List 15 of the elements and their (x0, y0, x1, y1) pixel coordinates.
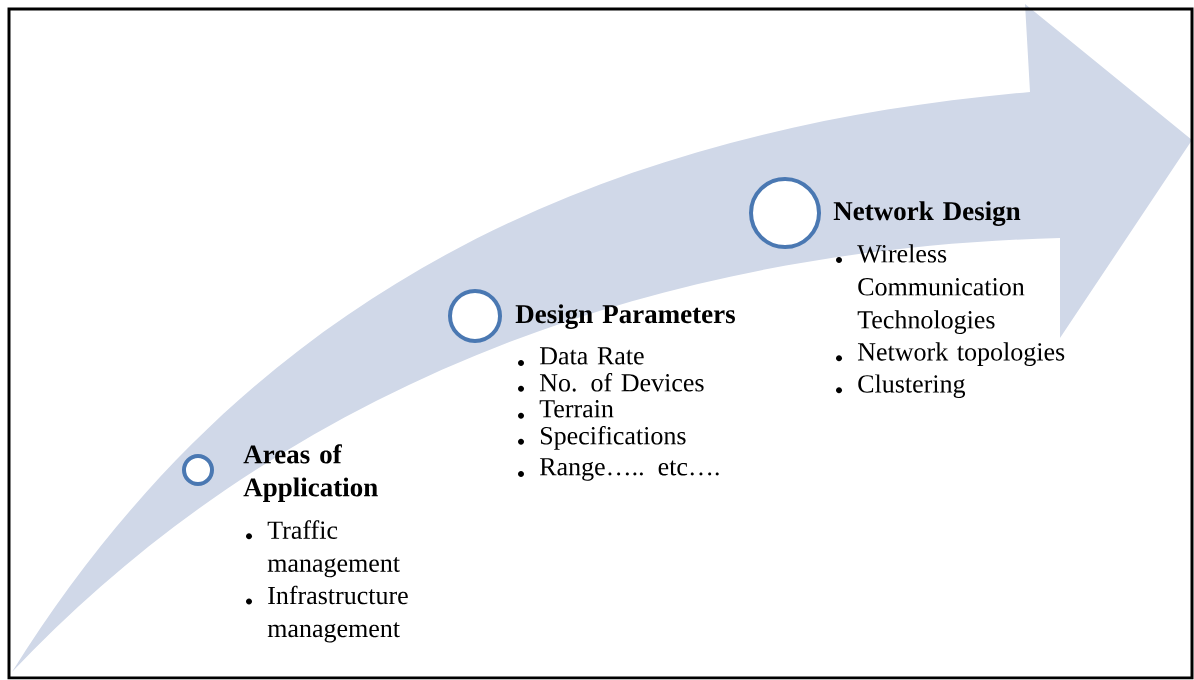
heading: Design Parameters (515, 304, 735, 329)
list-item: No. of Devices (539, 373, 704, 392)
list-item: Clustering (858, 374, 966, 399)
list-item: Network topologies (857, 342, 1065, 366)
list-item: Data Rate (539, 347, 644, 365)
heading: Areas of Application (243, 444, 378, 502)
list-item: Infrastructure management (267, 585, 408, 643)
list-item: Traffic management (267, 520, 400, 578)
list-item: Specifications (540, 425, 686, 450)
list-item: Terrain (539, 400, 614, 418)
circle-marker (749, 177, 821, 249)
list-item: Range….. etc…. (539, 458, 719, 481)
list-item: Wireless Communication Technologies (857, 244, 1025, 334)
heading: Network Design (833, 201, 1021, 226)
circle-marker (182, 454, 214, 486)
